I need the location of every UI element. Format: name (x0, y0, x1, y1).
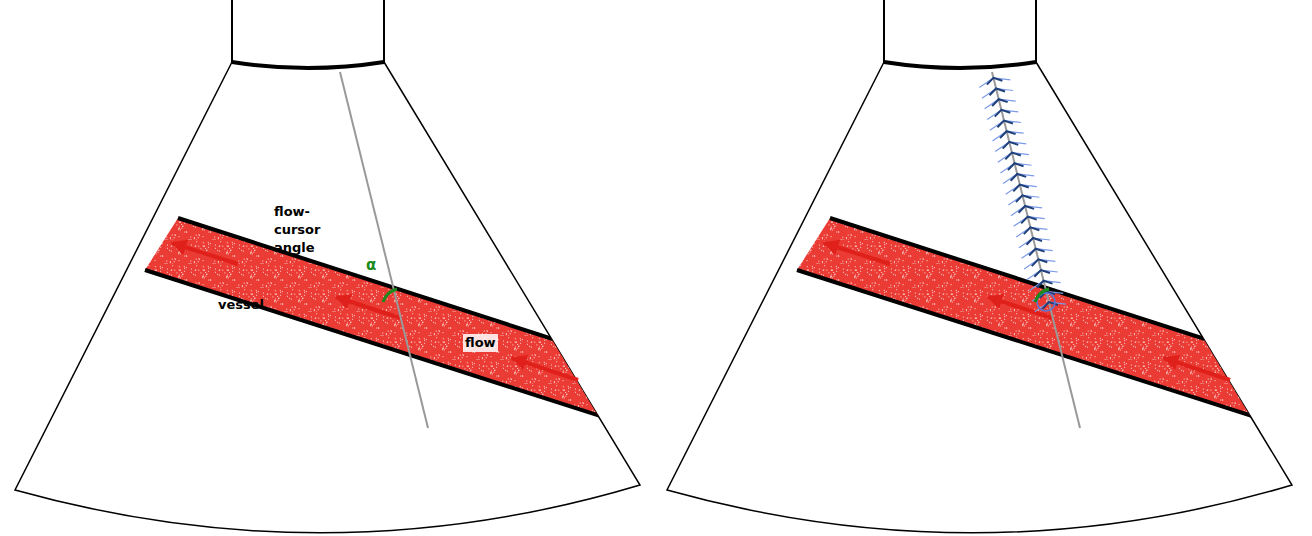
angle-arc (1035, 289, 1049, 302)
flow-label: flow (463, 334, 498, 352)
right-scan (667, 0, 1312, 533)
angle-symbol: α (366, 256, 376, 274)
left-scan (15, 0, 720, 533)
vessel-label: vessel (218, 296, 264, 314)
doppler-beam (979, 78, 1065, 312)
angle-label: flow-cursor angle (274, 203, 356, 257)
